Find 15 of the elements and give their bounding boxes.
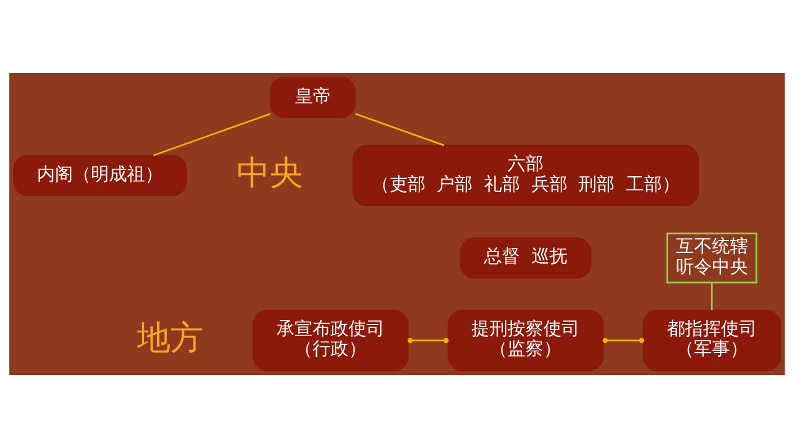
node-box: 都指挥使司 （军事） bbox=[642, 309, 781, 371]
connector bbox=[153, 112, 271, 156]
node-box: 六部 （吏部 户部 礼部 兵部 刑部 工部） bbox=[352, 144, 699, 206]
node-box: 承宣布政使司 （行政） bbox=[252, 309, 409, 371]
connector bbox=[710, 282, 713, 310]
connector bbox=[355, 112, 444, 146]
label: 中央 bbox=[236, 152, 302, 192]
label: 地方 bbox=[137, 317, 204, 356]
node-box: 总督 巡抚 bbox=[460, 236, 592, 278]
connector bbox=[602, 337, 644, 343]
node-box: 提刑按察使司 （监察） bbox=[448, 309, 604, 371]
connector bbox=[408, 337, 449, 343]
node-box: 皇帝 bbox=[270, 76, 356, 118]
node-box: 内阁（明成祖） bbox=[13, 154, 187, 196]
node-box: 互不统辖 听令中央 bbox=[666, 232, 758, 283]
